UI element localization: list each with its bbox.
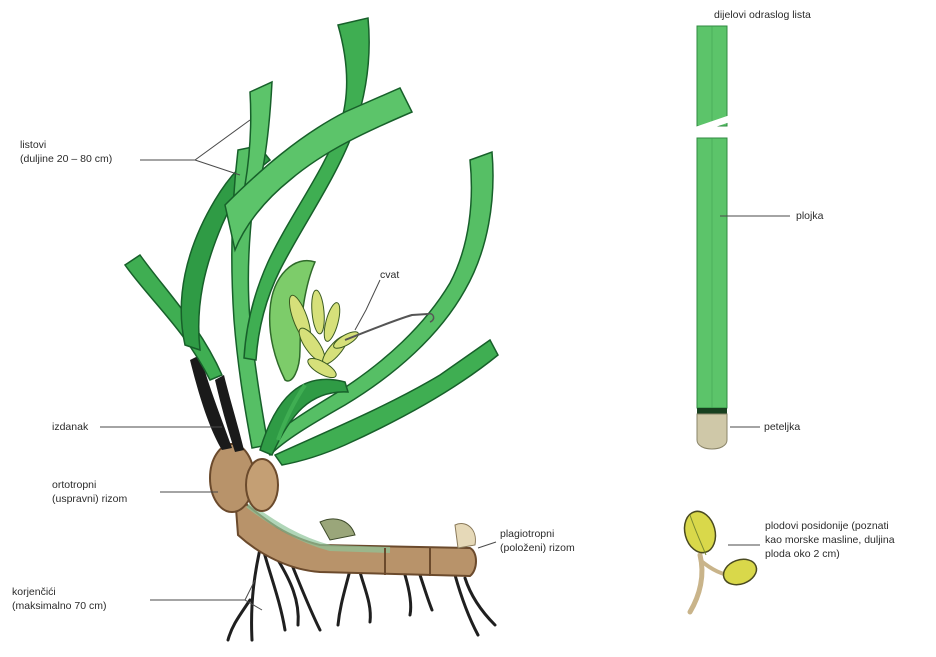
label-peteljka: peteljka (764, 420, 800, 434)
label-korijencici: korjenčići (maksimalno 70 cm) (12, 585, 107, 613)
listovi-line1: listovi (20, 138, 112, 152)
ortotropni-line1: ortotropni (52, 478, 127, 492)
ortotropni-line2: (uspravni) rizom (52, 492, 127, 506)
listovi-line2: (duljine 20 – 80 cm) (20, 152, 112, 166)
fruits (680, 508, 760, 612)
plagiotropni-line2: (položeni) rizom (500, 541, 575, 555)
plodovi-line3: ploda oko 2 cm) (765, 547, 895, 561)
vertical-rhizome (210, 444, 278, 512)
label-ortotropni: ortotropni (uspravni) rizom (52, 478, 127, 506)
label-cvat: cvat (380, 268, 399, 282)
label-plojka: plojka (796, 209, 823, 223)
label-listovi: listovi (duljine 20 – 80 cm) (20, 138, 112, 166)
label-dijelovi: dijelovi odraslog lista (714, 8, 811, 22)
label-plagiotropni: plagiotropni (položeni) rizom (500, 527, 575, 555)
korijencici-line1: korjenčići (12, 585, 107, 599)
korijencici-line2: (maksimalno 70 cm) (12, 599, 107, 613)
adult-leaf (695, 26, 730, 449)
leaves (125, 18, 498, 465)
label-izdanak: izdanak (52, 420, 88, 434)
label-plodovi: plodovi posidonije (poznati kao morske m… (765, 519, 895, 561)
plagiotropni-line1: plagiotropni (500, 527, 575, 541)
plodovi-line2: kao morske masline, duljina (765, 533, 895, 547)
plodovi-line1: plodovi posidonije (poznati (765, 519, 895, 533)
